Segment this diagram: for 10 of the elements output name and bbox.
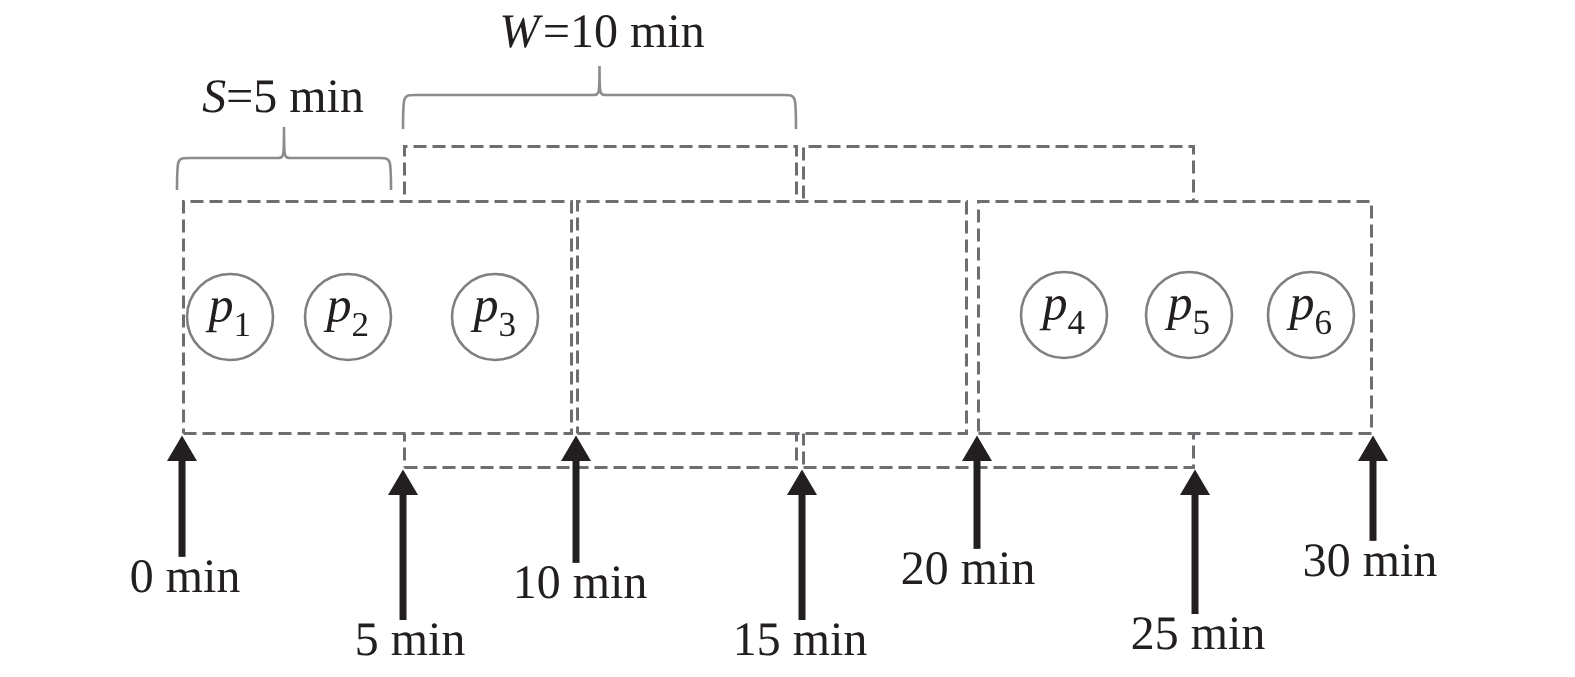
- time-label: 15 min: [736, 623, 867, 656]
- dashed-box: [576, 200, 968, 435]
- time-label: 5 min: [357, 623, 465, 656]
- time-label: 30 min: [1304, 544, 1437, 577]
- time-label: 20 min: [902, 552, 1035, 585]
- time-label: 25 min: [1132, 617, 1265, 650]
- brace-label: W=10 min: [502, 15, 704, 48]
- time-label: 0 min: [131, 560, 240, 593]
- brace-label: S=5 min: [202, 80, 364, 113]
- time-label: 10 min: [516, 566, 647, 599]
